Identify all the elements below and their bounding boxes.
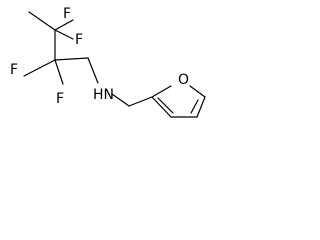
bond-furan4-1 (151, 96, 172, 118)
structure-canvas: F F F F HN O (0, 0, 237, 128)
atom-oxygen: O (178, 72, 189, 88)
atom-fluorine-2: F (75, 32, 83, 48)
molecule-diagram: F F F F HN O (10, 6, 206, 118)
atom-fluorine-1: F (63, 6, 71, 22)
bond-ch-f5 (54, 59, 64, 85)
bond-ch2-n (87, 57, 99, 84)
bond-furan-o (151, 85, 172, 98)
bond-furan-double-1 (157, 97, 174, 114)
bond-n-ch2b (111, 93, 130, 107)
bond-ch2b-furan (128, 96, 153, 107)
bond-furan-double-2 (190, 99, 199, 114)
bond-furan2-3 (196, 96, 206, 118)
bond-ch-f4 (23, 59, 56, 77)
bond-ch-ch2 (54, 57, 89, 61)
bond-f1-c2 (28, 11, 56, 31)
bond-c2-f2 (54, 19, 74, 31)
atom-fluorine-3: F (10, 62, 18, 78)
bond-o-furan2 (189, 85, 206, 98)
atom-fluorine-4: F (56, 91, 64, 107)
bond-c2-f3 (54, 29, 74, 40)
atom-nh: HN (93, 87, 114, 103)
